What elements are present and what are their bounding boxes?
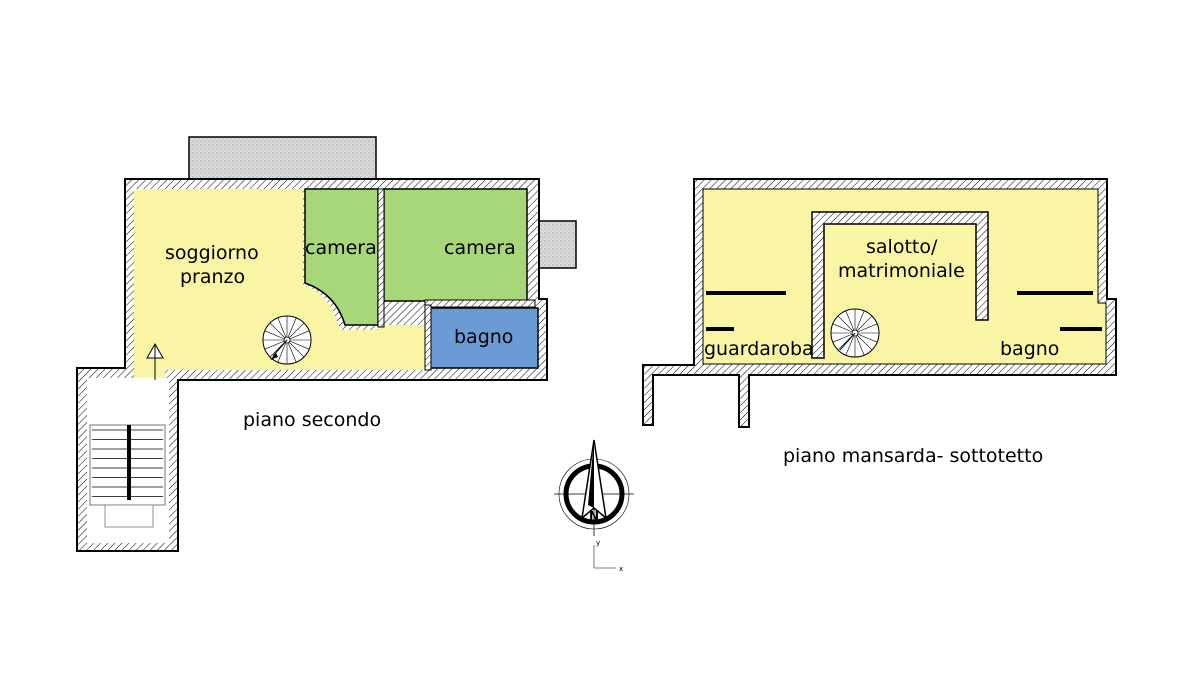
stair-tread: [855, 310, 865, 331]
stair-tread: [269, 322, 286, 339]
stair-tread: [277, 317, 287, 338]
balcony-top: [188, 136, 377, 182]
stair-tread: [264, 340, 285, 350]
second-floor-plan: soggiorno pranzo camera camera bagno pia…: [76, 136, 577, 552]
compass-rose: N x y: [554, 439, 634, 573]
balcony-right: [534, 220, 577, 269]
stair-tread: [289, 330, 310, 340]
room-living: [134, 189, 425, 380]
label-attic-bathroom: bagno: [1000, 338, 1059, 360]
spiral-stair-attic: [830, 308, 880, 358]
stair-tread: [264, 330, 285, 340]
label-lounge-line1: salotto/: [866, 236, 938, 258]
wall-bathroom-left: [424, 304, 432, 371]
axis-x-label: x: [619, 565, 623, 573]
title-attic-floor: piano mansarda- sottotetto: [783, 445, 1043, 467]
stair-tread: [857, 333, 878, 343]
stair-tread: [287, 342, 297, 363]
wall-bedroom2-bottom: [424, 299, 536, 308]
stair-tread: [287, 317, 297, 338]
title-second-floor: piano secondo: [243, 409, 381, 431]
stair-tread: [277, 342, 287, 363]
attic-wall-left-2: [706, 327, 734, 331]
label-bedroom1: camera: [305, 237, 377, 259]
stair-tread: [832, 333, 853, 343]
stair-tread: [288, 322, 305, 339]
stair-tread: [856, 315, 873, 332]
stair-tread: [845, 335, 855, 356]
stair-tread: [837, 315, 854, 332]
compass-north-label: N: [589, 509, 599, 523]
label-bedroom2: camera: [444, 237, 516, 259]
stair-tread: [832, 323, 853, 333]
label-wardrobe: guardaroba: [704, 338, 814, 360]
attic-wall-right-2: [1060, 327, 1102, 331]
attic-wall-left-1: [706, 291, 786, 295]
label-living-line1: soggiorno: [165, 242, 259, 264]
axis-y-label: y: [596, 539, 600, 547]
stair-tread: [845, 310, 855, 331]
staircase-second: [89, 342, 166, 528]
room-bedroom1: [304, 188, 379, 326]
stair-tread: [856, 334, 873, 351]
label-bathroom: bagno: [454, 326, 513, 348]
attic-floor-plan: salotto/ matrimoniale guardaroba bagno p…: [642, 178, 1117, 467]
attic-room-main: [702, 188, 1107, 365]
attic-central-walls: [811, 211, 989, 359]
stair-tread: [289, 340, 310, 350]
stair-tread: [857, 323, 878, 333]
spiral-stair-second: [262, 315, 312, 365]
stair-tread: [855, 335, 865, 356]
stair-tread: [288, 341, 305, 358]
attic-wall-right-1: [1017, 291, 1093, 295]
label-living-line2: pranzo: [180, 266, 245, 288]
wall-bedrooms: [377, 188, 385, 328]
room-bedroom2: [383, 188, 528, 302]
label-lounge-line2: matrimoniale: [838, 260, 965, 282]
